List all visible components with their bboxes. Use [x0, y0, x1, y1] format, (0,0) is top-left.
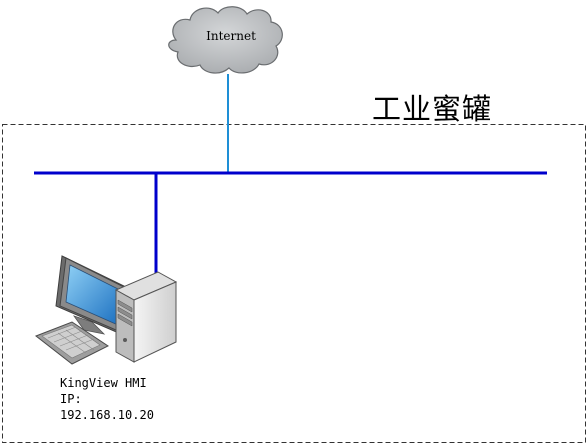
host-ip-label: IP:: [60, 392, 82, 406]
honeypot-zone-label: 工业蜜罐: [372, 92, 493, 126]
host-caption: KingView HMI IP: 192.168.10.20: [60, 375, 154, 423]
honeypot-zone-border: [2, 124, 586, 443]
cloud-icon: [168, 6, 283, 74]
host-name: KingView HMI: [60, 376, 147, 390]
host-ip-value: 192.168.10.20: [60, 408, 154, 422]
internet-label: Internet: [206, 29, 256, 43]
workstation-icon: [34, 255, 178, 365]
